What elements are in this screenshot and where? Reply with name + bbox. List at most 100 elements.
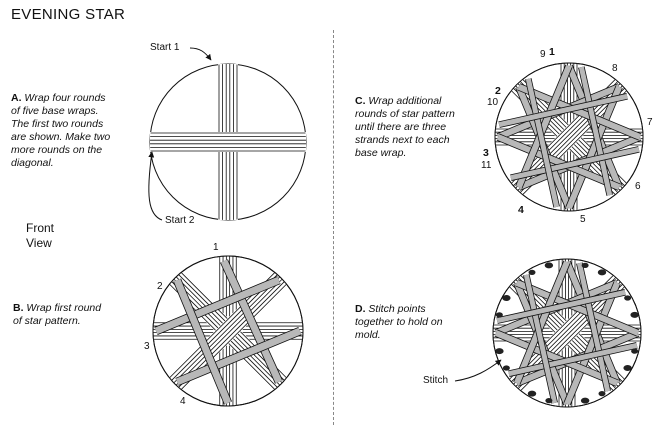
stitch-mark <box>631 348 639 354</box>
stitch-mark <box>624 295 632 301</box>
caption-c-letter: C. <box>355 95 366 107</box>
caption-d-line: mold. <box>355 329 381 341</box>
fig-c-number: 10 <box>487 97 499 108</box>
fig-b-number: 2 <box>157 281 163 292</box>
figure-b <box>152 255 304 407</box>
caption-a-line: more rounds on the <box>11 144 103 156</box>
fig-c-number: 9 <box>540 49 546 60</box>
fig-b-number: 3 <box>144 341 150 352</box>
base-wrap-horizontal <box>150 132 306 152</box>
caption-d: D. Stitch points together to hold on mol… <box>355 303 443 342</box>
star-strand <box>523 274 558 404</box>
star-strand <box>513 260 571 385</box>
caption-c-line: rounds of star pattern <box>355 108 455 120</box>
front-view-line: Front <box>26 221 55 235</box>
caption-b: B. Wrap first round of star pattern. <box>13 302 101 328</box>
stitch-mark <box>581 262 589 268</box>
star-strand <box>525 78 560 208</box>
wrap-outline <box>152 255 304 407</box>
strand-line <box>519 87 625 193</box>
star-strand <box>496 133 621 191</box>
caption-a-line: The first two rounds <box>11 118 104 130</box>
stitch-mark <box>495 312 503 318</box>
stitch-mark <box>544 262 554 269</box>
star-strand <box>220 259 283 384</box>
caption-c: C. Wrap additional rounds of star patter… <box>355 95 455 160</box>
wrap-outline <box>492 258 642 408</box>
band-fill <box>168 271 288 391</box>
wrap-outline <box>494 62 644 212</box>
figure-d <box>492 258 642 408</box>
star-strand <box>563 281 621 406</box>
strand-line <box>173 276 281 384</box>
fig-c-number: 4 <box>518 204 524 216</box>
strand-fill <box>173 278 232 405</box>
strand-fill <box>496 134 621 190</box>
fig-c-number: 11 <box>481 160 492 171</box>
strand-line <box>175 278 283 386</box>
front-view-line: View <box>26 236 52 250</box>
strand-fill <box>154 276 281 335</box>
caption-d-letter: D. <box>355 303 366 315</box>
star-strand <box>175 327 302 386</box>
star-strand <box>496 289 626 324</box>
stitch-mark <box>630 311 639 318</box>
caption-a-line: diagonal. <box>11 157 54 169</box>
star-strand <box>517 83 642 141</box>
start2-arrow <box>148 151 163 221</box>
strand-fill <box>494 330 619 386</box>
fig-b-number: 4 <box>180 396 186 407</box>
stitch-label: Stitch <box>423 375 449 386</box>
fig-c-number: 2 <box>495 85 501 97</box>
stitch-mark <box>597 269 607 276</box>
caption-c-line: strands next to each <box>355 134 450 146</box>
strand-fill <box>498 93 628 128</box>
star-strand <box>494 329 619 387</box>
fig-c-number: 1 <box>549 46 555 58</box>
caption-a-line: of five base wraps. <box>11 105 99 117</box>
star-strand <box>508 342 638 377</box>
star-strand <box>498 93 628 128</box>
star-strand <box>578 66 613 196</box>
stitch-mark <box>545 398 553 404</box>
stitch-mark <box>502 295 511 301</box>
strand-fill <box>496 289 626 324</box>
star-strand <box>173 278 232 405</box>
strand-line <box>513 81 619 187</box>
page-title: EVENING STAR <box>11 6 126 23</box>
fig-c-number: 3 <box>483 147 489 159</box>
star-strand <box>515 279 640 337</box>
caption-a: A. Wrap four rounds of five base wraps. … <box>11 92 110 170</box>
star-strand <box>154 276 281 335</box>
strand-fill <box>515 280 640 336</box>
start1-arrow <box>189 47 212 61</box>
strand-fill <box>525 78 560 208</box>
strand-line <box>511 277 617 383</box>
caption-a-letter: A. <box>11 92 22 104</box>
strand-fill <box>510 146 640 181</box>
caption-c-line: until there are three <box>355 121 447 133</box>
start1-label: Start 1 <box>150 42 180 53</box>
caption-a-line: Wrap four rounds <box>24 92 106 104</box>
star-strand <box>576 262 611 392</box>
caption-c-line: Wrap additional <box>368 95 442 107</box>
front-view-label: Front View <box>26 221 54 251</box>
fig-c-number: 5 <box>580 214 586 225</box>
figure-c <box>494 62 644 212</box>
stitch-mark <box>495 348 504 355</box>
fig-b-number: 1 <box>213 242 219 253</box>
start2-label: Start 2 <box>165 215 195 226</box>
caption-d-line: Stitch points <box>368 303 426 315</box>
stitch-arrow <box>454 359 502 382</box>
stitch-mark <box>528 269 536 275</box>
strand-fill <box>578 66 613 196</box>
stitch-mark <box>527 390 537 397</box>
stitch-mark <box>502 365 510 371</box>
strand-fill <box>514 260 570 385</box>
column-divider <box>333 30 334 425</box>
fig-c-number: 7 <box>647 117 653 128</box>
strand-fill <box>220 259 283 384</box>
strand-fill <box>564 281 620 406</box>
stitch-mark <box>623 365 632 371</box>
